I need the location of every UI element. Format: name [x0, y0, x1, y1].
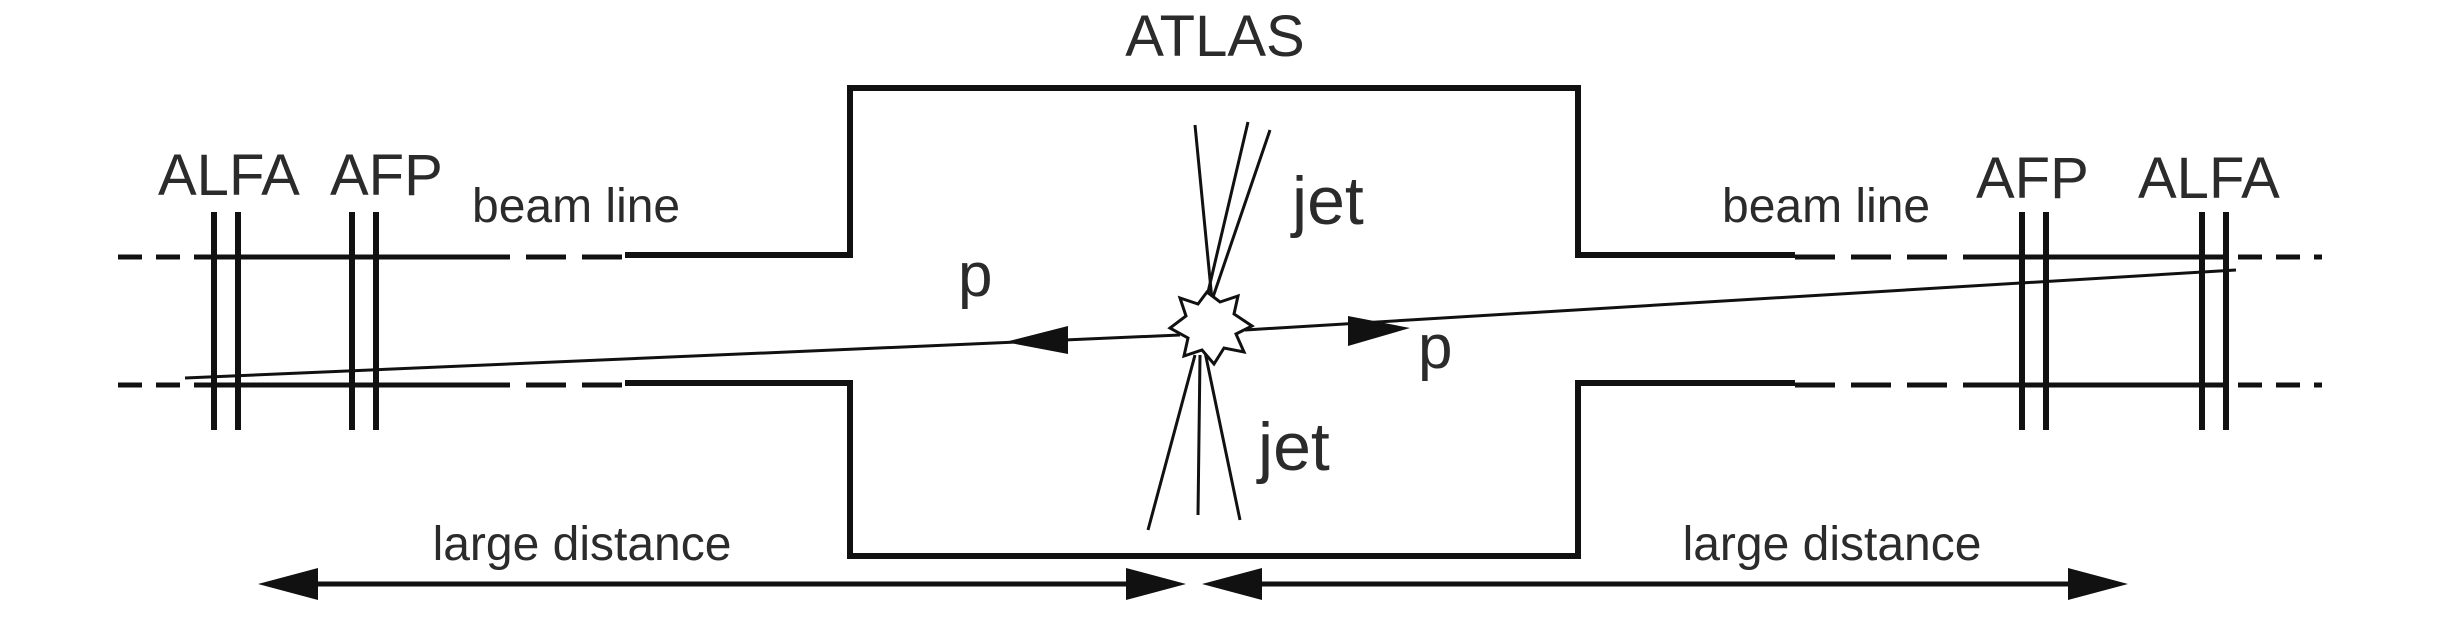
distance-right-label: large distance	[1683, 518, 1982, 571]
alfa-left-station	[211, 212, 241, 430]
proton-left-arrowhead	[1005, 326, 1068, 354]
jet-top-label: jet	[1290, 163, 1364, 239]
distance-arrow-right	[1202, 568, 2128, 600]
beam-line-left-label: beam line	[472, 180, 680, 233]
jet-top-lines	[1193, 121, 1272, 306]
jet-bottom-lines	[1146, 351, 1242, 531]
beam-pipe-lower-outline	[625, 380, 1795, 559]
proton-left-label: p	[958, 241, 992, 310]
collision-point-burst	[1167, 289, 1255, 367]
alfa-right-label: ALFA	[2138, 146, 2280, 211]
proton-right-arrowhead	[1348, 316, 1410, 346]
atlas-label: ATLAS	[1125, 4, 1304, 69]
distance-left-label: large distance	[433, 518, 732, 571]
distance-arrow-left	[258, 568, 1186, 600]
afp-left-station	[349, 212, 379, 430]
beam-line-right-label: beam line	[1722, 180, 1930, 233]
beam-pipe-upper-outline	[625, 85, 1795, 258]
alfa-left-label: ALFA	[158, 143, 300, 208]
afp-right-station	[2019, 212, 2049, 430]
afp-left-label: AFP	[330, 143, 443, 208]
jet-bottom-label: jet	[1256, 409, 1330, 485]
proton-right-label: p	[1418, 313, 1452, 382]
alfa-right-station	[2199, 212, 2229, 430]
afp-right-label: AFP	[1976, 146, 2089, 211]
proton-trajectory-right	[1244, 268, 2237, 332]
